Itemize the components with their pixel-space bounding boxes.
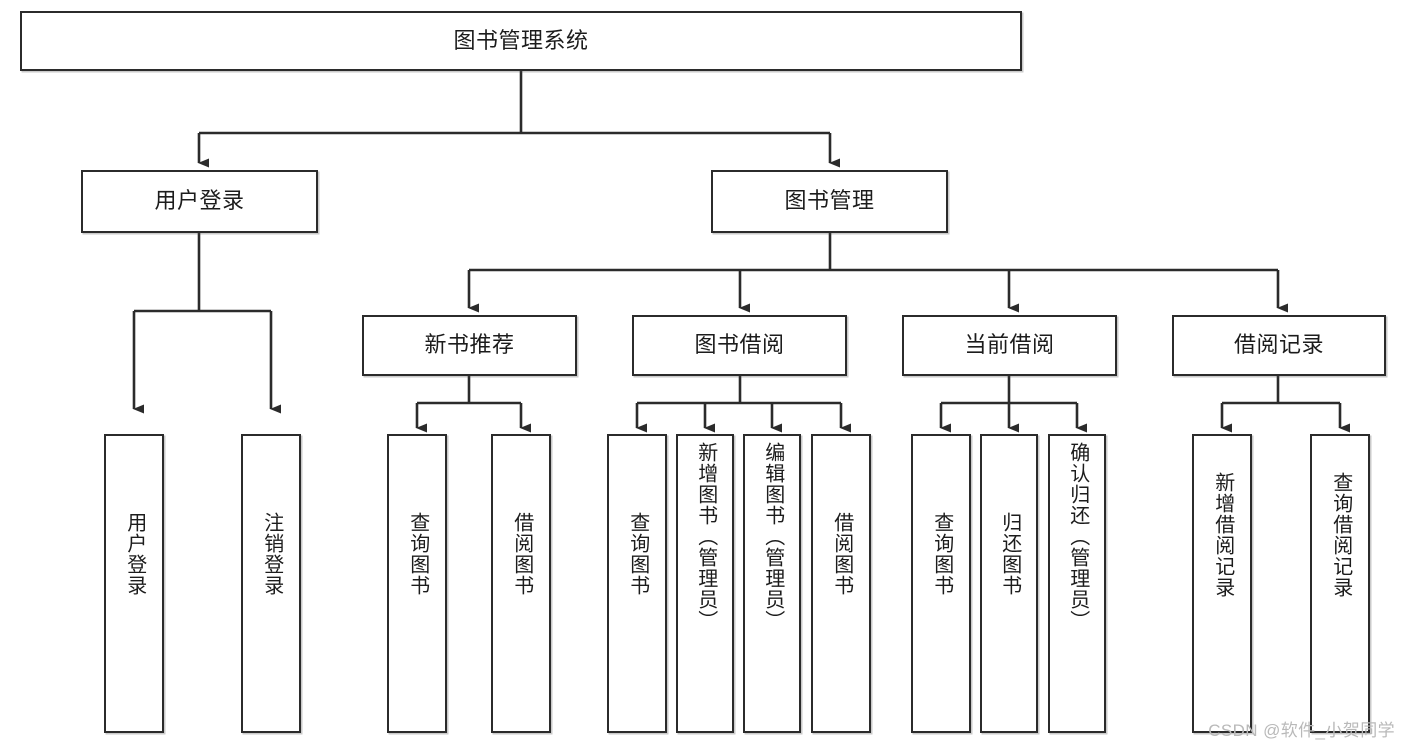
node-label: 图书借阅: [694, 332, 785, 358]
node-label: 新增借阅记录: [1211, 472, 1234, 598]
leaf-borrow-record-query-record[interactable]: 查询借阅记录: [1310, 434, 1370, 733]
node-label: 确认归还（管理员）: [1066, 442, 1089, 631]
leaf-borrow-record-add-record[interactable]: 新增借阅记录: [1192, 434, 1252, 733]
node-user-login[interactable]: 用户登录: [81, 170, 318, 233]
node-label: 注销登录: [260, 512, 283, 596]
leaf-book-borrow-edit-book-admin[interactable]: 编辑图书（管理员）: [743, 434, 801, 733]
leaf-book-borrow-borrow-book[interactable]: 借阅图书: [811, 434, 871, 733]
node-root-system[interactable]: 图书管理系统: [20, 11, 1022, 71]
node-label: 新增图书（管理员）: [694, 442, 717, 631]
node-label: 借阅图书: [510, 512, 533, 596]
node-label: 当前借阅: [964, 332, 1055, 358]
leaf-book-borrow-query-book[interactable]: 查询图书: [607, 434, 667, 733]
node-label: 归还图书: [998, 512, 1021, 596]
node-label: 编辑图书（管理员）: [761, 442, 784, 631]
node-label: 查询借阅记录: [1329, 472, 1352, 598]
node-label: 用户登录: [154, 188, 245, 214]
node-label: 查询图书: [626, 512, 649, 596]
leaf-user-login-login[interactable]: 用户登录: [104, 434, 164, 733]
leaf-user-login-logout[interactable]: 注销登录: [241, 434, 301, 733]
node-label: 借阅记录: [1233, 332, 1324, 358]
node-borrow-record[interactable]: 借阅记录: [1172, 315, 1386, 376]
leaf-current-borrow-return-book[interactable]: 归还图书: [980, 434, 1038, 733]
node-book-management[interactable]: 图书管理: [711, 170, 948, 233]
csdn-watermark: CSDN @软件_小贺同学: [1208, 721, 1395, 740]
leaf-new-book-query-book[interactable]: 查询图书: [387, 434, 447, 733]
node-book-borrow[interactable]: 图书借阅: [632, 315, 847, 376]
leaf-current-borrow-query-book[interactable]: 查询图书: [911, 434, 971, 733]
leaf-new-book-borrow-book[interactable]: 借阅图书: [491, 434, 551, 733]
node-new-book-recommend[interactable]: 新书推荐: [362, 315, 577, 376]
leaf-current-borrow-confirm-return-admin[interactable]: 确认归还（管理员）: [1048, 434, 1106, 733]
node-label: 查询图书: [930, 512, 953, 596]
node-label: 用户登录: [123, 512, 146, 596]
node-current-borrow[interactable]: 当前借阅: [902, 315, 1117, 376]
node-label: 查询图书: [406, 512, 429, 596]
node-label: 图书管理系统: [453, 27, 589, 53]
node-label: 图书管理: [784, 188, 875, 214]
node-label: 借阅图书: [830, 512, 853, 596]
leaf-book-borrow-add-book-admin[interactable]: 新增图书（管理员）: [676, 434, 734, 733]
node-label: 新书推荐: [424, 332, 515, 358]
